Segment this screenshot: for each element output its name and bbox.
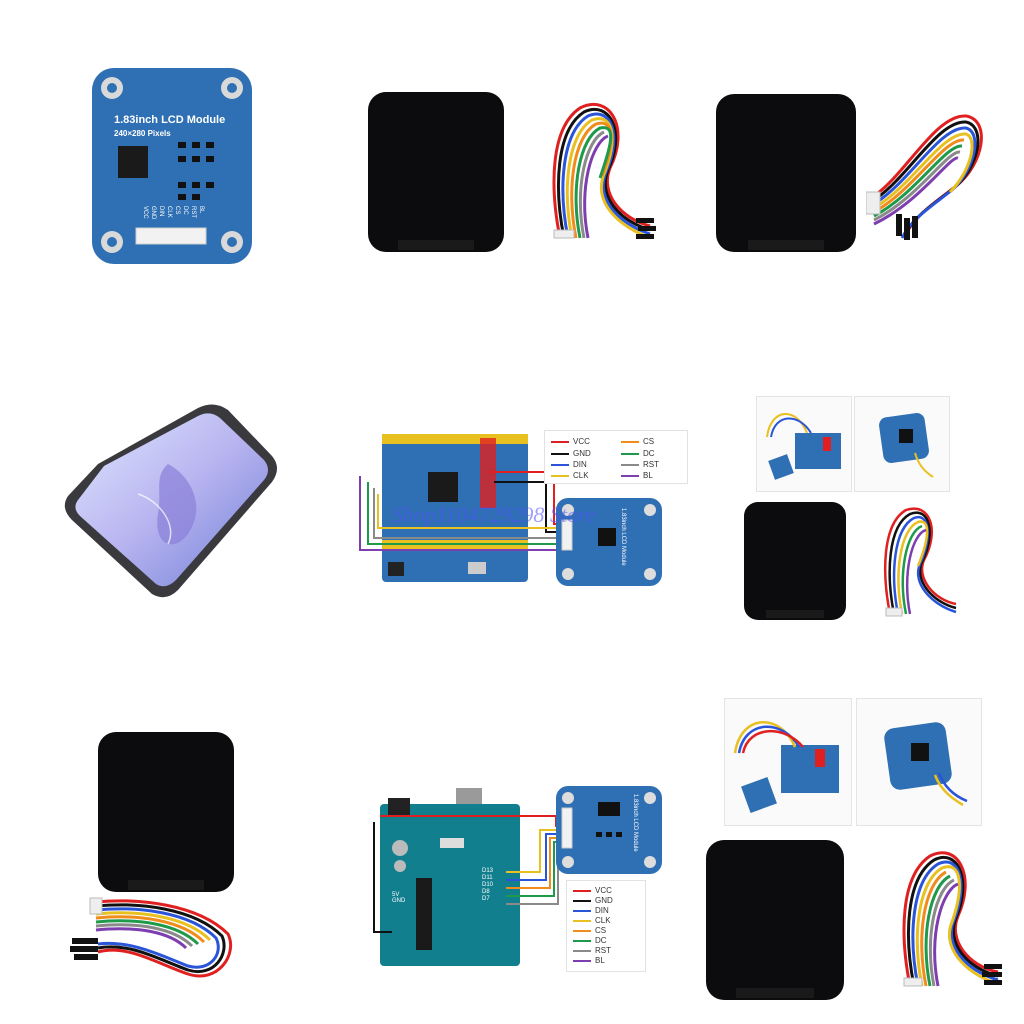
pin-label-din: DIN (158, 206, 164, 217)
rotated-module-label: 1.83inch LCD Module (632, 794, 638, 852)
legend-label-bl: BL (643, 471, 653, 480)
legend-label-cs: CS (643, 437, 655, 446)
shield-wiring-diagram: 1.83inch LCD Module (358, 432, 664, 588)
legend-label-din: DIN (573, 460, 587, 469)
rotated-module-label: 1.83inch LCD Module (620, 508, 626, 566)
legend-swatch-clk (573, 919, 591, 922)
lcd-module-board: 1.83inch LCD Module 240×280 Pixels VCC G… (92, 68, 252, 264)
pin-label-gnd: GND (150, 206, 156, 220)
lcd-screen-front (368, 92, 504, 252)
thumbnail-module-photo (856, 698, 982, 826)
cable-harness (892, 846, 1004, 994)
legend-swatch-vcc (573, 889, 591, 892)
wire-color-legend: VCC GND DIN CLK CS DC RST BL (544, 430, 688, 484)
thumbnail-module-photo (854, 396, 950, 492)
lcd-screen-front (98, 732, 234, 892)
legend-swatch-dc (573, 939, 591, 942)
thumbnail-wiring-photo (756, 396, 852, 492)
module-title: 1.83inch LCD Module (114, 114, 226, 126)
legend-label-vcc: VCC (595, 886, 612, 895)
legend-swatch-cs (573, 929, 591, 932)
legend-swatch-din (551, 463, 569, 466)
pin-label-bl: BL (198, 206, 204, 214)
lcd-screen-front (744, 502, 846, 620)
legend-label-vcc: VCC (573, 437, 590, 446)
legend-swatch-dc (621, 452, 639, 455)
pin-label-rst: RST (190, 206, 196, 218)
legend-label-bl: BL (595, 956, 605, 965)
legend-swatch-bl (573, 959, 591, 962)
thumbnail-wiring-photo (724, 698, 852, 826)
arduino-power-labels: 5V GND (392, 892, 405, 904)
legend-swatch-rst (621, 463, 639, 466)
pin-gnd: GND (392, 898, 406, 904)
legend-swatch-vcc (551, 440, 569, 443)
legend-label-dc: DC (643, 449, 655, 458)
legend-label-clk: CLK (595, 916, 611, 925)
legend-label-din: DIN (595, 906, 609, 915)
pin-label-vcc: VCC (142, 206, 148, 219)
legend-swatch-din (573, 909, 591, 912)
legend-label-dc: DC (595, 936, 607, 945)
legend-swatch-gnd (573, 899, 591, 902)
legend-swatch-gnd (551, 452, 569, 455)
wire-color-legend: VCC GND DIN CLK CS DC RST BL (566, 880, 646, 972)
cable-harness (876, 504, 964, 620)
lcd-display-with-image (58, 404, 280, 600)
legend-label-rst: RST (643, 460, 659, 469)
lcd-screen-angled (716, 94, 856, 252)
pin-d8: D8 (482, 889, 490, 895)
pin-5v: 5V (392, 892, 400, 898)
pin-d10: D10 (482, 882, 494, 888)
module-pin-labels: VCC GND DIN CLK CS DC RST BL (142, 206, 204, 219)
pin-d13: D13 (482, 868, 494, 874)
legend-swatch-clk (551, 474, 569, 477)
pin-d7: D7 (482, 896, 490, 902)
arduino-wiring-diagram: D13 D11 D10 D8 D7 5V GND 1.83inch LCD Mo… (370, 782, 666, 968)
lcd-screen-front (706, 840, 844, 1000)
legend-label-clk: CLK (573, 471, 589, 480)
module-subtitle: 240×280 Pixels (114, 129, 171, 138)
legend-label-rst: RST (595, 946, 611, 955)
legend-label-cs: CS (595, 926, 607, 935)
cable-harness (866, 104, 990, 244)
pin-label-clk: CLK (166, 206, 172, 218)
pin-d11: D11 (482, 875, 493, 881)
legend-label-gnd: GND (573, 449, 591, 458)
arduino-pin-labels: D13 D11 D10 D8 D7 (482, 868, 493, 902)
cable-harness (68, 894, 236, 986)
pin-label-dc: DC (182, 206, 188, 215)
pin-label-cs: CS (174, 206, 180, 215)
legend-label-gnd: GND (595, 896, 613, 905)
legend-swatch-cs (621, 440, 639, 443)
cable-harness (540, 98, 665, 244)
legend-swatch-bl (621, 474, 639, 477)
legend-swatch-rst (573, 949, 591, 952)
